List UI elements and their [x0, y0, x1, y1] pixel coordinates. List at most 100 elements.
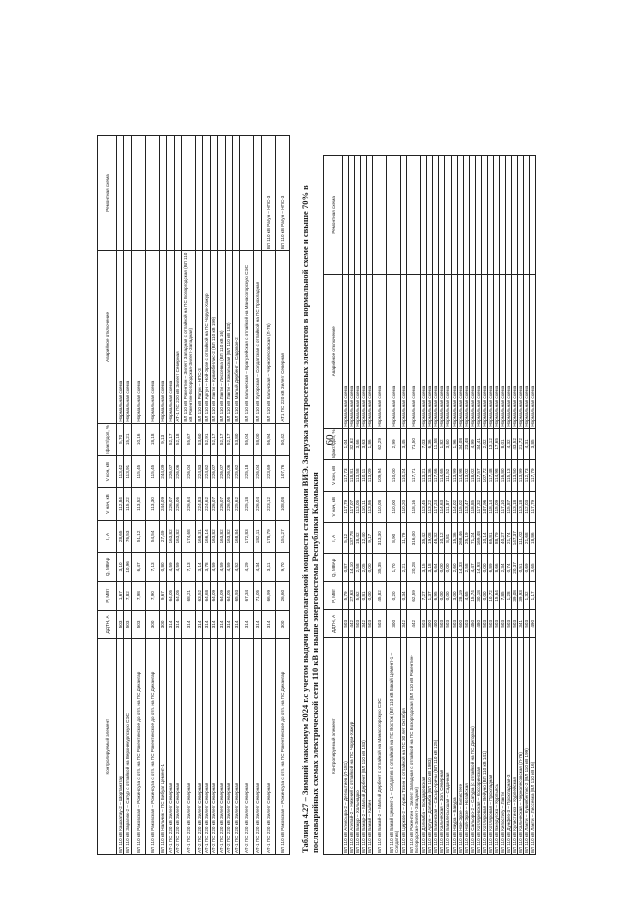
table-cell: 45,82	[372, 581, 387, 610]
table-cell: 225,62	[232, 487, 240, 521]
table-cell: 163,82	[174, 520, 182, 553]
table-cell: 226,07	[166, 487, 175, 521]
table-cell: 314	[210, 610, 218, 639]
lower-col-i: I, А	[323, 522, 343, 554]
table-cell: 110,00	[386, 491, 401, 523]
table-cell: 166,14	[202, 520, 211, 553]
upper-col-element: Контролируемый элемент	[97, 638, 117, 855]
table-cell: 64,05	[166, 581, 175, 611]
table-cell: 62,59	[406, 581, 421, 610]
upper-col-ddtn: ДДТН, А	[97, 610, 117, 639]
table-cell: 244,09	[159, 487, 167, 521]
table-cell: АТ-1 ПС 220 кВ Зилегг Северная	[181, 638, 196, 855]
table-cell	[406, 155, 421, 275]
table-cell: 2,99	[386, 428, 401, 460]
table-cell: 314	[239, 610, 254, 639]
table-cell: АТ-2 ПС 220 кВ Зилегг Северная	[174, 638, 182, 855]
lower-col-vend: V кон, кВ	[323, 459, 343, 492]
table-cell: 503	[123, 610, 132, 639]
lower-table-header: Контролируемый элемент ДДТН, А P, МВт Q,…	[323, 155, 343, 855]
table-cell	[145, 135, 160, 251]
table-cell: 52,17	[217, 423, 226, 456]
table-cell: 113,42	[116, 455, 124, 488]
table-cell: ВЛ 110 кВ Лакти – Лиссевка (ВЛ 110 кВ 16…	[529, 637, 536, 855]
table-cell: 115,45	[131, 455, 146, 488]
table-cell: 15,21	[123, 423, 132, 456]
table-cell: 9,13	[159, 423, 167, 456]
table-cell: 26,60	[275, 581, 290, 611]
table-cell: 115,45	[145, 455, 160, 488]
table-cell: 168,31	[195, 520, 203, 553]
table-cell: 54,54	[145, 520, 160, 553]
table-cell: 1,67	[116, 581, 124, 611]
lower-col-emergency: Аварийное отключение	[323, 274, 343, 429]
table-cell: 112,84	[116, 487, 124, 521]
table-cell: 226,04	[181, 455, 196, 488]
table-cell: 6,47	[131, 552, 146, 582]
table-cell	[181, 135, 196, 251]
table-cell: 3,11	[261, 552, 276, 582]
table-cell: 118,16	[406, 491, 421, 523]
table-cell	[159, 135, 167, 251]
table-row: ВЛ 110 кВ Раковская – Рожинсуза с отп. н…	[145, 135, 160, 855]
table-cell	[116, 135, 124, 251]
table-cell: 110,08	[372, 491, 387, 523]
table-cell: 3,14	[195, 552, 203, 582]
table-cell: 4,29	[239, 552, 254, 582]
lower-col-element: Контролируемый элемент	[323, 637, 343, 855]
table-cell: 7,98	[131, 581, 146, 611]
table-cell: 163,82	[225, 520, 233, 553]
upper-table: Контролируемый элемент ДДТН, А P, МВт Q,…	[97, 135, 290, 855]
table-cell: ВЛ 110 кВ Рагун – НПС-3	[261, 135, 276, 251]
upper-col-emergency: Аварийное отключение	[97, 250, 117, 424]
table-cell: 5,70	[116, 423, 124, 456]
table-cell: 52,91	[202, 423, 211, 456]
table-cell: АТ-2 ПС 220 кВ Зилегг Северная	[225, 638, 233, 855]
table-cell: 151,27	[275, 520, 290, 553]
table-cell: Нормальная схема	[529, 274, 536, 429]
table-cell: ВЛ 110 кВ Кальчская – Чернолесовская (Л-…	[261, 250, 276, 424]
table-cell: 27,49	[159, 520, 167, 553]
table-cell: АТ-1 ПС 220 кВ Зилегг Северная	[253, 638, 262, 855]
table-cell: 3,78	[202, 552, 211, 582]
table-cell: АТ-1 ПС 220 кВ Зилегг Северная	[232, 638, 240, 855]
table-cell: Нормальная схема	[116, 250, 124, 424]
table-cell: 163,82	[210, 520, 218, 553]
table-cell: 7,82	[123, 581, 132, 611]
table-cell: 18,18	[145, 423, 160, 456]
table-cell: Нормальная схема	[159, 250, 167, 424]
table-cell: 300	[145, 610, 160, 639]
table-cell: 28,65	[116, 520, 124, 553]
table-cell: 35,35	[372, 553, 387, 582]
table-cell: 0,80	[159, 552, 167, 582]
table-cell: ВЛ 110 кВ Лакти – Лиссевка (ВЛ 110 кВ 16…	[217, 250, 226, 424]
table-cell: 58,00	[253, 423, 262, 456]
table-cell	[195, 135, 203, 251]
table-cell: 4,52	[232, 552, 240, 582]
table-cell: 4,59	[174, 552, 182, 582]
table-cell: 226,07	[217, 455, 226, 488]
table-cell: 314	[202, 610, 211, 639]
table-cell: 10,16	[131, 423, 146, 456]
upper-table-block: Контролируемый элемент ДДТН, А P, МВт Q,…	[97, 135, 290, 855]
table-cell: 314	[253, 610, 262, 639]
table-cell: ВЛ 110 кВ Раковская – Рожинсуза с отп. н…	[275, 638, 290, 855]
table-cell: 174,68	[181, 520, 196, 553]
table-cell: 226,64	[181, 487, 196, 521]
table-cell: 163,82	[166, 520, 175, 553]
table-cell: 442	[406, 609, 421, 638]
table-cell: 225,18	[239, 455, 254, 488]
table-cell: 110,00	[386, 459, 401, 492]
table-cell: АТ-1 ПС 220 кВ Зилегг Северная	[261, 638, 276, 855]
table-cell: 64,05	[225, 581, 233, 611]
table-cell	[253, 135, 262, 251]
table-cell: АТ-1 ПС 220 кВ Зилегг Северная	[166, 638, 175, 855]
table-cell: 172,83	[239, 520, 254, 553]
table-cell: 4,34	[253, 552, 262, 582]
table-cell: ВЛ 110 кВ Лакти – Кожальская (ВЛ 110 кВ …	[225, 250, 233, 424]
